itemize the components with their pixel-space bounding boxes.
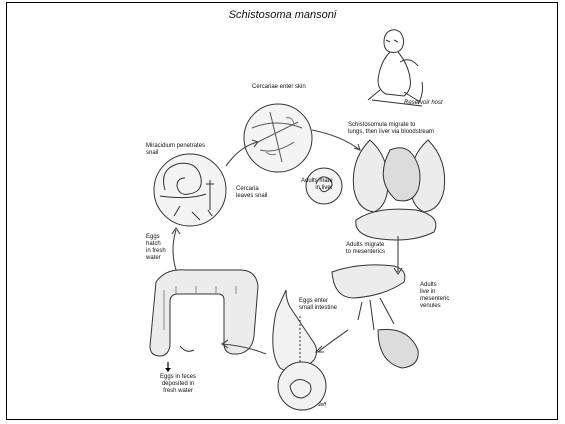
lungs-liver-illustration xyxy=(353,140,444,240)
colon-illustration xyxy=(150,270,258,356)
adults-migrate-label: Adults migrate to mesenterics xyxy=(346,242,385,256)
adults-live-label: Adults live in mesenteric venules xyxy=(420,282,449,310)
adults-live-line-3: mesenteric xyxy=(420,296,449,303)
adults-live-line-4: venules xyxy=(420,303,449,310)
monkey-illustration xyxy=(368,30,423,106)
eggs-enter-label: Eggs enter small intestine xyxy=(299,298,337,312)
adults-live-line-2: live in xyxy=(420,289,449,296)
eggs-hatch-line-1: Eggs xyxy=(146,234,166,241)
adults-mate-label: Adults mate in liver xyxy=(301,178,333,192)
adults-mate-line-2: in liver xyxy=(301,185,333,192)
eggs-enter-line-2: small intestine xyxy=(299,305,337,312)
eggs-hatch-line-4: water xyxy=(146,255,166,262)
miracidium-line-1: Miracidium penetrates xyxy=(146,143,205,150)
schistosomula-line-2: lungs, then liver via bloodstream xyxy=(348,129,434,136)
eggs-feces-line-1: Eggs in feces xyxy=(158,374,198,381)
miracidium-line-2: snail xyxy=(146,150,205,157)
adults-migrate-line-1: Adults migrate xyxy=(346,242,385,249)
cercariae-enter-skin-label: Cercariae enter skin xyxy=(252,84,306,91)
eggs-hatch-line-3: in fresh xyxy=(146,248,166,255)
adults-migrate-line-2: to mesenterics xyxy=(346,249,385,256)
schistosomula-line-1: Schistosomula migrate to xyxy=(348,122,434,129)
adults-live-line-1: Adults xyxy=(420,282,449,289)
mesenteric-illustration xyxy=(332,265,418,368)
eggs-enter-line-1: Eggs enter xyxy=(299,298,337,305)
eggs-feces-line-3: fresh water xyxy=(158,388,198,395)
miracidium-label: Miracidium penetrates snail xyxy=(146,143,205,157)
cercaria-leaves-label: Cercaria leaves snail xyxy=(236,186,267,200)
eggs-hatch-label: Eggs hatch in fresh water xyxy=(146,234,166,262)
schistosomula-migrate-label: Schistosomula migrate to lungs, then liv… xyxy=(348,122,434,136)
cercaria-line-1: Cercaria xyxy=(236,186,267,193)
eggs-in-feces-label: Eggs in feces deposited in fresh water xyxy=(158,374,198,395)
skin-penetration-circle xyxy=(244,104,312,172)
cercaria-line-2: leaves snail xyxy=(236,193,267,200)
eggs-hatch-line-2: hatch xyxy=(146,241,166,248)
reservoir-host-label: Reservoir host xyxy=(404,100,443,107)
adults-mate-line-1: Adults mate xyxy=(301,178,333,185)
eggs-feces-line-2: deposited in xyxy=(158,381,198,388)
artist-signature: Jeff xyxy=(318,403,326,409)
